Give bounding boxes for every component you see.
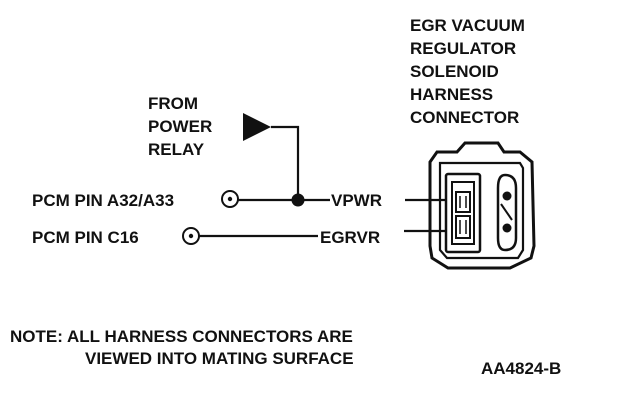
circuit-label-2: EGRVR bbox=[320, 228, 380, 247]
connector-title-line-2: REGULATOR bbox=[410, 39, 516, 58]
note-line-2: VIEWED INTO MATING SURFACE bbox=[85, 349, 354, 368]
circuit-label-1: VPWR bbox=[331, 191, 382, 210]
egr-harness-connector bbox=[428, 141, 536, 270]
connector-title-line-4: HARNESS bbox=[410, 85, 493, 104]
pcm-pin-terminal-2 bbox=[182, 227, 200, 245]
power-source-label: FROM POWER RELAY bbox=[148, 94, 212, 159]
power-relay-arrow-icon bbox=[243, 113, 271, 141]
figure-id: AA4824-B bbox=[481, 359, 561, 378]
connector-title: EGR VACUUM REGULATOR SOLENOID HARNESS CO… bbox=[410, 16, 525, 127]
power-feed-wire bbox=[271, 125, 300, 199]
pcm-pin-label-1: PCM PIN A32/A33 bbox=[32, 191, 174, 210]
note-block: NOTE: ALL HARNESS CONNECTORS ARE VIEWED … bbox=[10, 327, 354, 368]
power-source-line-2: POWER bbox=[148, 117, 212, 136]
pcm-pin-label-2: PCM PIN C16 bbox=[32, 228, 139, 247]
power-source-line-1: FROM bbox=[148, 94, 198, 113]
note-line-1: NOTE: ALL HARNESS CONNECTORS ARE bbox=[10, 327, 353, 346]
connector-title-line-1: EGR VACUUM bbox=[410, 16, 525, 35]
power-source-line-3: RELAY bbox=[148, 140, 205, 159]
connector-title-line-5: CONNECTOR bbox=[410, 108, 519, 127]
pcm-pin-terminal-1 bbox=[221, 190, 239, 208]
connector-title-line-3: SOLENOID bbox=[410, 62, 499, 81]
